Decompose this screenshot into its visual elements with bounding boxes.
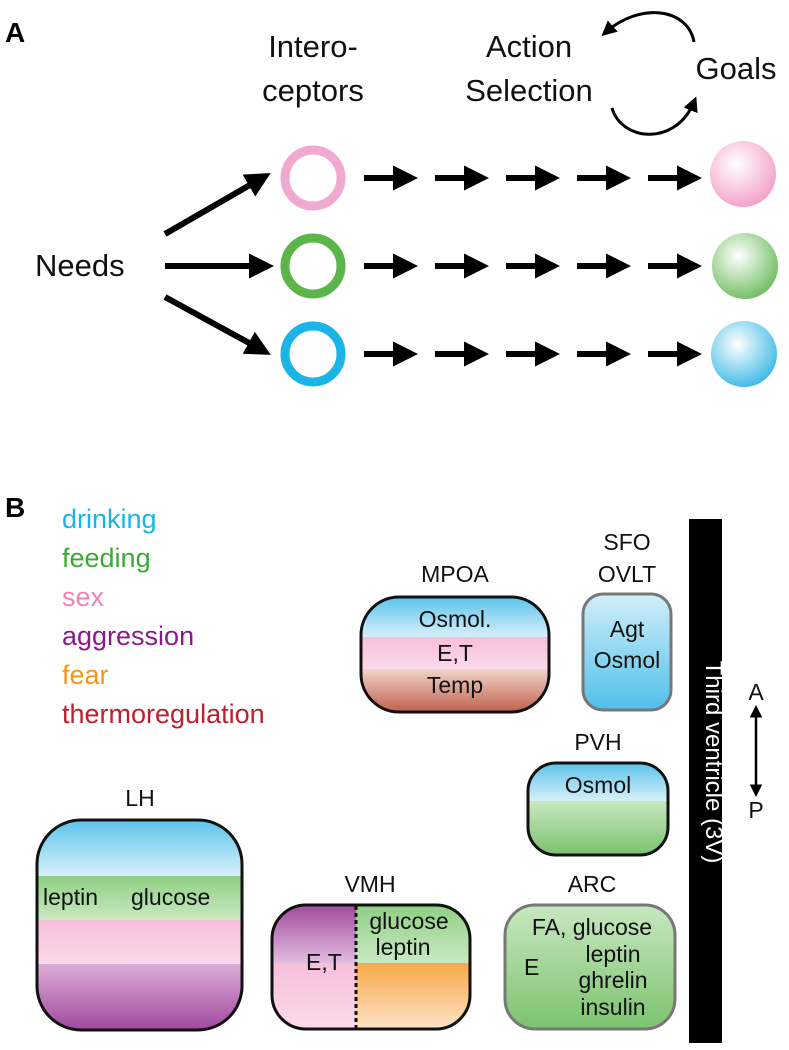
goals-label: Goals <box>696 51 777 86</box>
interoceptor-ring-green <box>280 233 346 299</box>
needs-label: Needs <box>35 248 125 283</box>
lh-outline <box>35 818 244 1032</box>
goal-circle-blue <box>711 321 777 387</box>
legend-drinking: drinking <box>62 504 157 534</box>
arc-outline <box>503 903 677 1031</box>
vmh-title: VMH <box>344 871 395 897</box>
needs-arrow-up <box>163 172 271 237</box>
sfo-region <box>581 592 673 712</box>
axis-anterior-label: A <box>748 679 764 705</box>
pvh-outline <box>526 761 670 857</box>
legend-fear: fear <box>62 660 109 690</box>
axis-posterior-label: P <box>748 797 763 823</box>
pvh-osmol-label: Osmol <box>565 772 631 798</box>
arc-ghrelin-label: ghrelin <box>578 967 647 993</box>
interoceptor-ring-blue <box>280 321 346 387</box>
third-ventricle-label: Third ventricle (3V) <box>700 661 727 864</box>
interoceptors-label-line1: Intero- <box>268 29 358 64</box>
pvh-region <box>528 763 668 855</box>
mpoa-title: MPOA <box>421 561 489 587</box>
lh-glucose-label: glucose <box>131 884 210 910</box>
third-ventricle-bar <box>689 519 722 1043</box>
loop-arrow-bottom <box>610 96 698 136</box>
legend-sex: sex <box>62 582 105 612</box>
vmh-glucose-label: glucose <box>369 908 448 934</box>
loop-arrow-top <box>601 11 696 43</box>
interoceptor-ring-pink <box>280 145 346 211</box>
sfo-title: SFO <box>603 529 650 555</box>
vmh-leptin-label: leptin <box>376 934 431 960</box>
pvh-title: PVH <box>574 729 621 755</box>
legend-aggression: aggression <box>62 621 194 651</box>
vmh-outline <box>270 903 472 1031</box>
mpoa-region <box>361 597 549 712</box>
arc-leptin-label: leptin <box>586 941 641 967</box>
mpoa-temp-label: Temp <box>427 672 483 698</box>
arc-title: ARC <box>568 871 617 897</box>
panel-a-letter: A <box>5 17 25 48</box>
arc-fa-glucose-label: FA, glucose <box>532 914 652 940</box>
mpoa-et-label: E,T <box>437 640 473 666</box>
legend-feeding: feeding <box>62 543 151 573</box>
arc-insulin-label: insulin <box>580 994 645 1020</box>
goal-circle-pink <box>710 141 776 207</box>
legend-thermoregulation: thermoregulation <box>62 699 265 729</box>
lh-title: LH <box>125 785 154 811</box>
panel-b-letter: B <box>5 492 25 523</box>
ovlt-title: OVLT <box>598 561 656 587</box>
lh-leptin-label: leptin <box>43 884 98 910</box>
goal-circle-green <box>712 233 778 299</box>
needs-arrow-down <box>163 294 271 355</box>
sfo-agt-label: Agt <box>610 616 645 642</box>
arc-e-label: E <box>524 954 539 980</box>
lh-region <box>37 820 242 1030</box>
vmh-region <box>272 905 470 1029</box>
sfo-osmol-label: Osmol <box>594 647 660 673</box>
mpoa-outline <box>359 595 551 714</box>
vmh-et-label: E,T <box>306 949 342 975</box>
action-selection-label-line1: Action <box>486 29 572 64</box>
mpoa-osmol-label: Osmol. <box>419 606 492 632</box>
action-selection-label-line2: Selection <box>465 73 593 108</box>
arc-region <box>505 905 675 1029</box>
interoceptors-label-line2: ceptors <box>262 73 364 108</box>
